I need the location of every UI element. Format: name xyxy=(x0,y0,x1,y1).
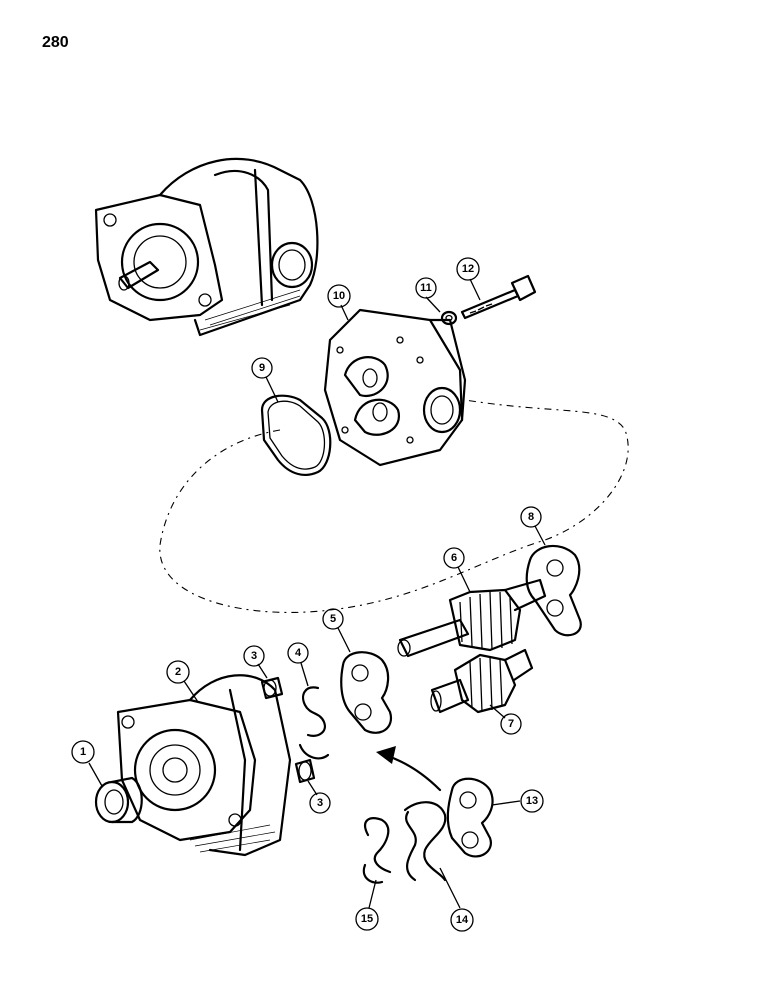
part-10-end-cover xyxy=(323,308,467,467)
callout-8: 8 xyxy=(520,506,542,528)
assembly-direction-arrow xyxy=(376,746,442,792)
part-9-seal xyxy=(260,394,332,476)
part-6-drive-gear xyxy=(397,578,547,658)
assembled-pump xyxy=(94,157,319,337)
svg-text:11: 11 xyxy=(420,282,432,294)
svg-text:9: 9 xyxy=(259,362,265,374)
callout-2: 2 xyxy=(166,660,190,684)
svg-text:8: 8 xyxy=(528,511,534,523)
callout-11: 11 xyxy=(415,277,437,299)
callout-6: 6 xyxy=(443,547,465,569)
assembly-path-line xyxy=(159,399,629,613)
callout-1: 1 xyxy=(71,740,95,764)
svg-text:12: 12 xyxy=(462,263,474,275)
svg-text:7: 7 xyxy=(508,718,514,730)
part-4-seal xyxy=(298,686,330,760)
callout-7: 7 xyxy=(500,713,522,735)
svg-text:3: 3 xyxy=(317,797,323,809)
page-number: 280 xyxy=(42,34,69,51)
part-12-bolt xyxy=(460,274,537,320)
part-2-pump-body xyxy=(116,674,292,857)
callout-14: 14 xyxy=(450,908,474,932)
callout-12: 12 xyxy=(456,257,480,281)
part-3-dowel-pin-upper xyxy=(260,676,284,700)
svg-text:13: 13 xyxy=(526,795,538,807)
part-13-wear-plate xyxy=(446,777,494,858)
part-1-shaft-seal xyxy=(94,776,143,824)
callout-10: 10 xyxy=(327,284,351,308)
callout-15: 15 xyxy=(355,907,379,931)
svg-text:14: 14 xyxy=(456,914,469,926)
svg-text:1: 1 xyxy=(80,746,86,758)
svg-text:6: 6 xyxy=(451,552,457,564)
part-7-driven-gear xyxy=(430,648,534,714)
svg-text:10: 10 xyxy=(333,290,345,302)
callout-5: 5 xyxy=(322,608,344,630)
callout-3-lower: 3 xyxy=(309,792,331,814)
callout-9: 9 xyxy=(251,357,273,379)
svg-text:4: 4 xyxy=(295,647,302,659)
leader-lines xyxy=(88,278,546,909)
part-5-wear-plate xyxy=(340,651,393,734)
callout-3-upper: 3 xyxy=(243,645,265,667)
part-15-seal xyxy=(362,817,392,884)
svg-text:15: 15 xyxy=(361,913,373,925)
callout-13: 13 xyxy=(520,789,544,813)
part-3-dowel-pin-lower xyxy=(294,758,316,784)
part-14-backup-gasket xyxy=(403,801,447,882)
svg-text:2: 2 xyxy=(175,666,181,678)
part-11-washer xyxy=(440,310,458,326)
svg-text:3: 3 xyxy=(251,650,257,662)
part-8-wear-plate xyxy=(525,544,582,637)
svg-text:5: 5 xyxy=(330,613,336,625)
callout-4: 4 xyxy=(287,642,309,664)
